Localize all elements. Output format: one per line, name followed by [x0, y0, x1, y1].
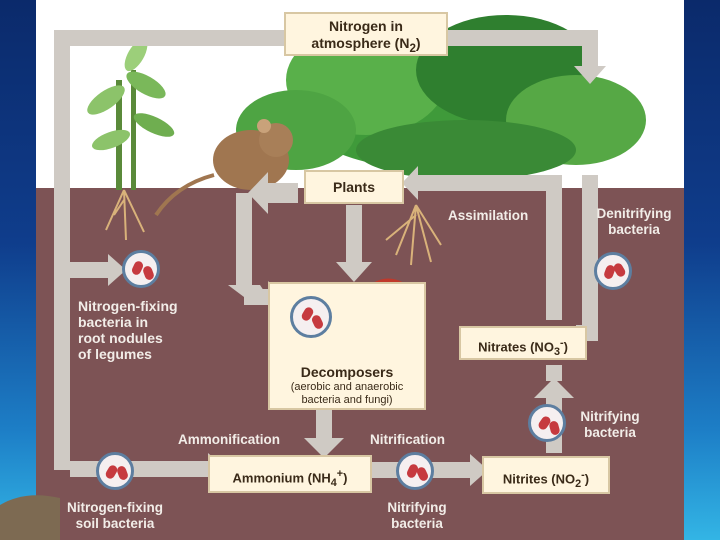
bacteria-decomposers: [290, 296, 332, 338]
corner-decoration: [0, 495, 60, 540]
assimilation-label: Assimilation: [448, 208, 529, 223]
atmosphere-label-line2: atmosphere (N2): [311, 35, 421, 55]
diagram-graphics: [54, 15, 646, 486]
mouse-illustration: [154, 119, 293, 217]
nitrification-label: Nitrification: [370, 432, 446, 447]
bacteria-denitrifying: [594, 252, 632, 290]
bacteria-nitrifying-right: [528, 404, 566, 442]
plants-label: Plants: [332, 179, 375, 195]
bacteria-nitrifying-bottom: [396, 452, 434, 490]
bacteria-root-nodule: [122, 250, 160, 288]
decomposers-title: Decomposers: [300, 364, 394, 380]
nitrates-box: Nitrates (NO3-): [459, 326, 587, 360]
atmosphere-label-line1: Nitrogen in: [329, 18, 403, 34]
bacteria-soil: [96, 452, 134, 490]
plant-roots: [385, 204, 442, 266]
nitrogen-cycle-diagram: Nitrogen in atmosphere (N2) Plants Decom…: [36, 0, 684, 540]
atmosphere-box: Nitrogen in atmosphere (N2): [284, 12, 448, 56]
plants-box: Plants: [304, 170, 404, 204]
legume-plant: [87, 38, 175, 241]
ammonification-label: Ammonification: [178, 432, 281, 447]
nitrites-box: Nitrites (NO2-): [482, 456, 610, 494]
ammonium-box: Ammonium (NH4+): [208, 455, 372, 493]
